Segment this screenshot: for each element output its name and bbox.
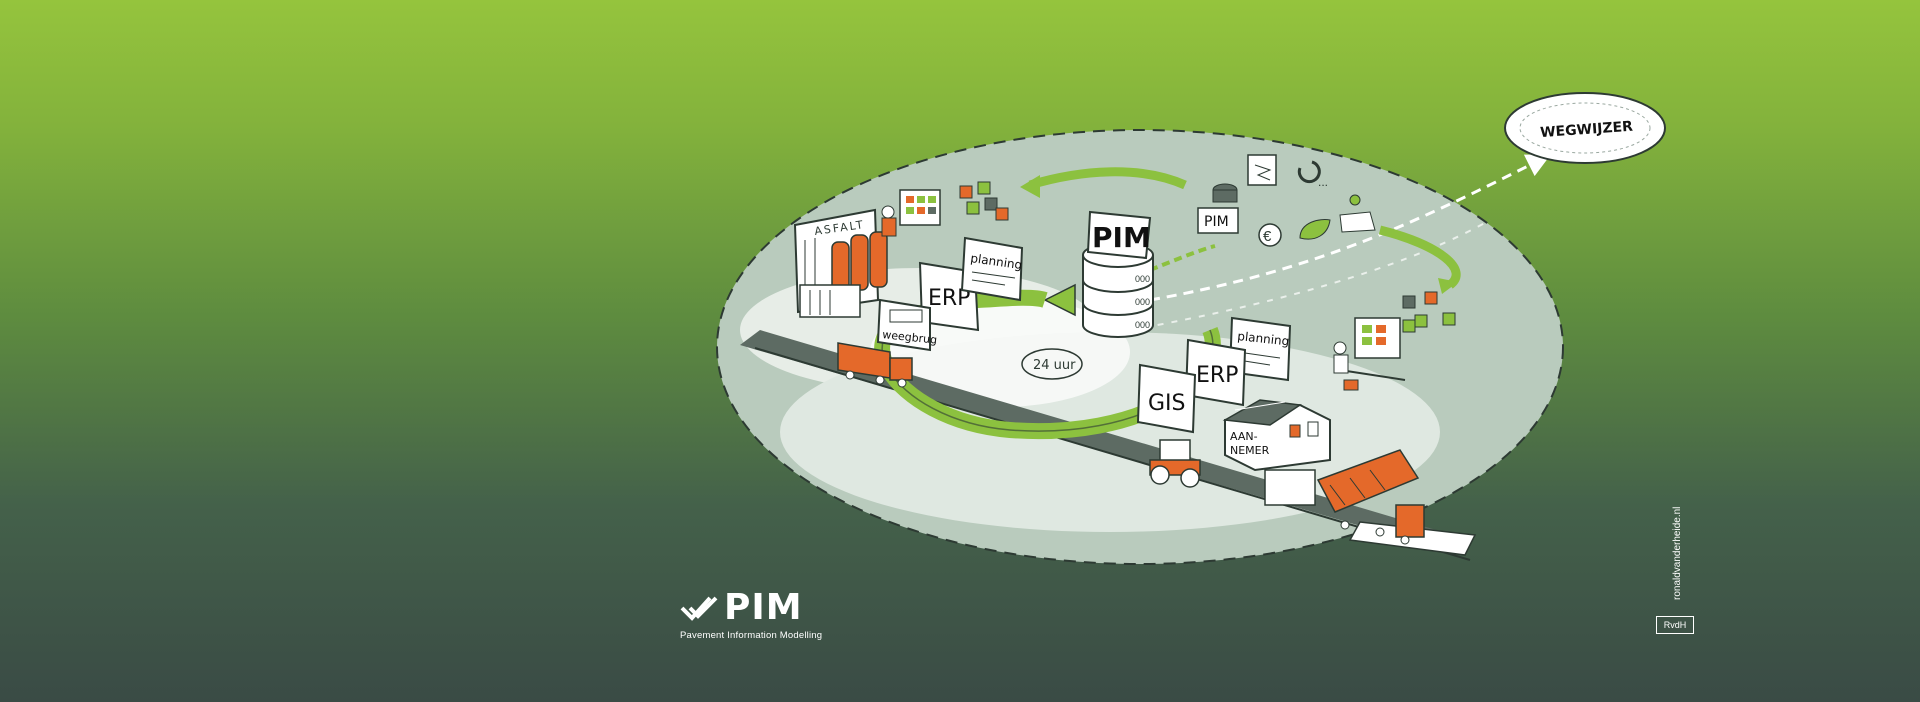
right-arrow [1378,225,1461,289]
svg-text:000: 000 [1135,320,1150,330]
data-squares-left [959,181,1009,221]
planning-left-sign: planning [960,236,1023,302]
svg-text:000: 000 [1135,274,1150,284]
cycle-label: 24 uur [1033,358,1076,373]
pim-small-label: PIM [1204,214,1229,230]
refresh-icon [1297,160,1321,184]
paver-right [1264,449,1425,545]
cycle-arrow-head [1043,283,1076,317]
map-pin-icon [1339,211,1376,233]
road-roller [1149,439,1201,488]
euro-label: € [1263,228,1272,245]
logo-subtitle: Pavement Information Modelling [680,630,823,641]
erp-right-label: ERP [1196,363,1238,388]
pim-small-sign: PIM [1197,207,1239,234]
svg-text:...: ... [1318,175,1328,189]
credit-url: ronaldvanderheide.nl [1672,506,1683,600]
weegbrug-label: weegbrug [882,328,938,347]
svg-text:000: 000 [1135,297,1150,307]
road-to-wegwijzer [1149,154,1551,302]
wegwijzer-label: WEGWIJZER [1540,119,1634,141]
pim-to-pimsmall-arrow [1149,244,1216,272]
aannemer-label-line2: NEMER [1230,444,1270,457]
wegwijzer-badge: WEGWIJZER [1504,92,1666,164]
top-arrow [1028,167,1187,190]
pim-logo: PIM Pavement Information Modelling [680,587,823,642]
right-arrow-head [1438,278,1458,294]
aannemer-label-line1: AAN- [1230,430,1258,443]
truck-left [837,342,913,388]
cycle-badge: 24 uur [1021,348,1083,380]
top-icons: ... € [1212,154,1376,247]
gis-label: GIS [1148,391,1186,416]
planning-right-label: planning [1237,329,1290,348]
data-squares-right [1402,291,1456,333]
road-edge [754,347,1471,561]
gis-sign: GIS [1136,363,1197,434]
top-arrow-head [1020,175,1040,198]
asfalt-plant: ASFALT [793,208,888,318]
weegbrug-sign: weegbrug [876,298,938,352]
euro-icon [1258,223,1282,247]
aannemer-building: AAN- NEMER [1222,399,1331,472]
operator-left [881,189,941,237]
operator-right [1333,317,1406,391]
pim-main-label: PIM [1092,221,1151,254]
credit-signature: RvdH [1656,616,1694,634]
pim-sign: PIM [1086,210,1152,260]
checkmark-icon [680,596,718,621]
leaf-icon [1299,219,1331,240]
logo-name: PIM [724,587,803,628]
